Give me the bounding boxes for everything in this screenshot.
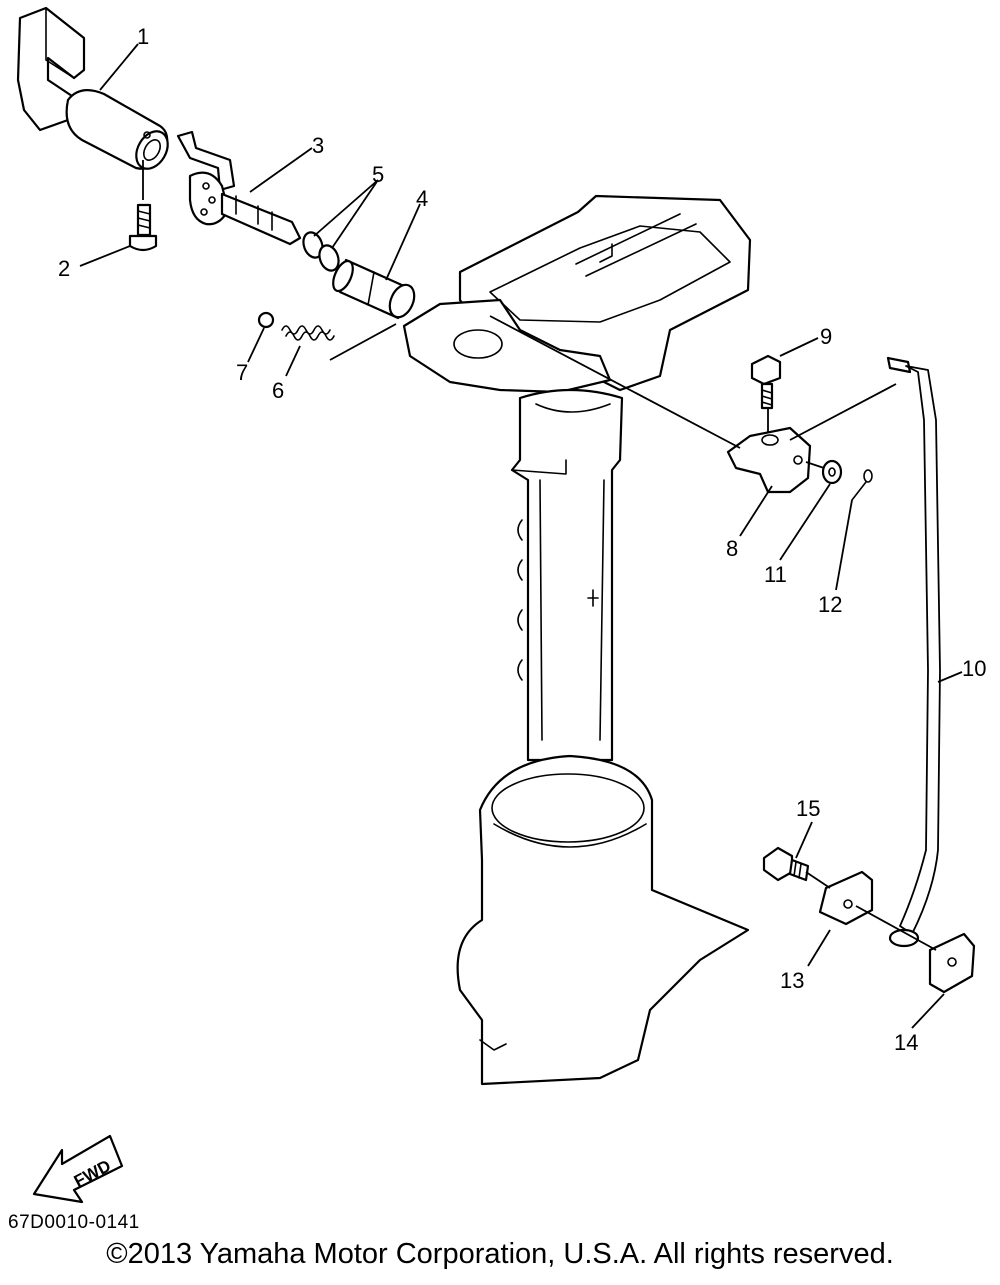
callout-1: 1 <box>137 24 149 49</box>
callout-7: 7 <box>236 360 248 385</box>
callout-5: 5 <box>372 162 384 187</box>
callout-10: 10 <box>962 656 986 681</box>
callout-4: 4 <box>416 186 428 211</box>
part-1-handle-bracket <box>16 6 169 170</box>
diagram-code: 67D0010-0141 <box>8 1212 140 1233</box>
callout-6: 6 <box>272 378 284 403</box>
part-4-bushing <box>332 258 416 320</box>
callout-8: 8 <box>726 536 738 561</box>
callout-13: 13 <box>780 968 804 993</box>
part-8-clamp-bracket <box>726 426 812 494</box>
drive-shaft-housing <box>402 194 752 1086</box>
part-14-connector <box>928 932 976 994</box>
callout-2: 2 <box>58 256 70 281</box>
part-15-bolt <box>762 846 810 882</box>
part-6-spring <box>281 325 335 341</box>
callout-labels: 1 2 3 4 5 6 7 8 9 10 11 12 13 14 15 <box>58 24 986 1055</box>
callout-3: 3 <box>312 133 324 158</box>
fwd-arrow-icon: FWD <box>32 1134 124 1204</box>
part-2-bolt <box>128 203 158 252</box>
callout-9: 9 <box>820 324 832 349</box>
callout-14: 14 <box>894 1030 918 1055</box>
part-5-o-rings <box>302 231 340 272</box>
part-7-ball <box>257 311 275 329</box>
callout-12: 12 <box>818 592 842 617</box>
part-12-cotter-pin <box>851 469 873 501</box>
callout-leaders <box>79 43 963 1029</box>
part-3-shift-shaft <box>176 130 302 246</box>
part-9-bolt <box>750 354 782 410</box>
part-13-connector <box>818 870 874 926</box>
part-11-washer <box>821 459 843 485</box>
callout-11: 11 <box>764 562 787 587</box>
callout-15: 15 <box>796 796 820 821</box>
copyright-notice: ©2013 Yamaha Motor Corporation, U.S.A. A… <box>106 1238 894 1270</box>
assembly-lines <box>142 160 937 951</box>
part-10-shift-rod <box>886 356 941 948</box>
